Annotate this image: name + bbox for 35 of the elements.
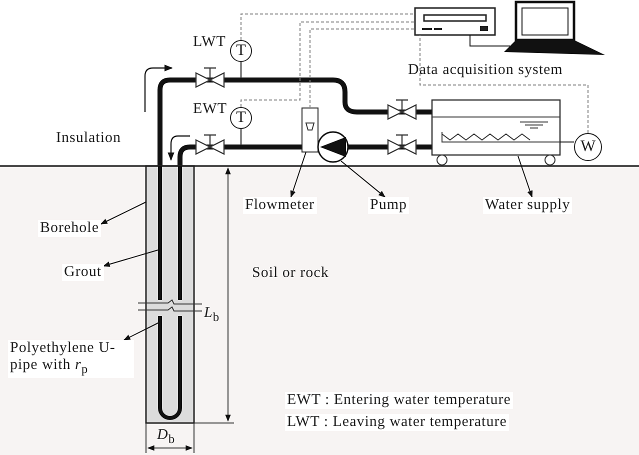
region-label: Soil or rock [252, 265, 329, 282]
leader-line [100, 202, 146, 224]
part-label: Borehole [38, 220, 101, 237]
part-label: Pump [368, 197, 410, 214]
note-text: EWT : Entering water temperature [285, 392, 513, 409]
signal-line [310, 28, 416, 108]
signal-line [240, 22, 416, 108]
temperature-sensor: T [230, 107, 252, 129]
leader-line [518, 156, 533, 198]
part-label: Water supply [483, 197, 572, 214]
leader-line [340, 160, 386, 198]
pipe-label: LWT [193, 34, 226, 51]
leader-line [290, 152, 306, 198]
data-logger-icon [414, 7, 496, 36]
part-label: Grout [62, 264, 104, 281]
u-pipe [158, 164, 182, 420]
part-label: Flowmeter [243, 197, 316, 214]
flowmeter-icon [302, 108, 318, 152]
temperature-sensor: T [230, 40, 252, 62]
signal-line [420, 34, 588, 134]
system-label: Data acquisition system [408, 62, 563, 79]
part-label: Polyethylene U-pipe with r$_{p}$ [8, 340, 134, 378]
note-text: LWT : Leaving water temperature [285, 414, 509, 431]
water-tank-drawing [431, 99, 561, 166]
signal-line [240, 14, 416, 40]
dimension-label: D$_{b}$ [157, 427, 176, 448]
connector-line [470, 34, 510, 46]
pipe-label: EWT [193, 101, 227, 118]
leader-line [123, 322, 160, 340]
leader-line [102, 250, 158, 267]
power-meter: W [574, 133, 602, 161]
pump-icon [317, 131, 349, 163]
laptop-icon [504, 0, 605, 55]
dimension-label: L$_{b}$ [204, 305, 220, 326]
part-label: Insulation [56, 130, 121, 147]
